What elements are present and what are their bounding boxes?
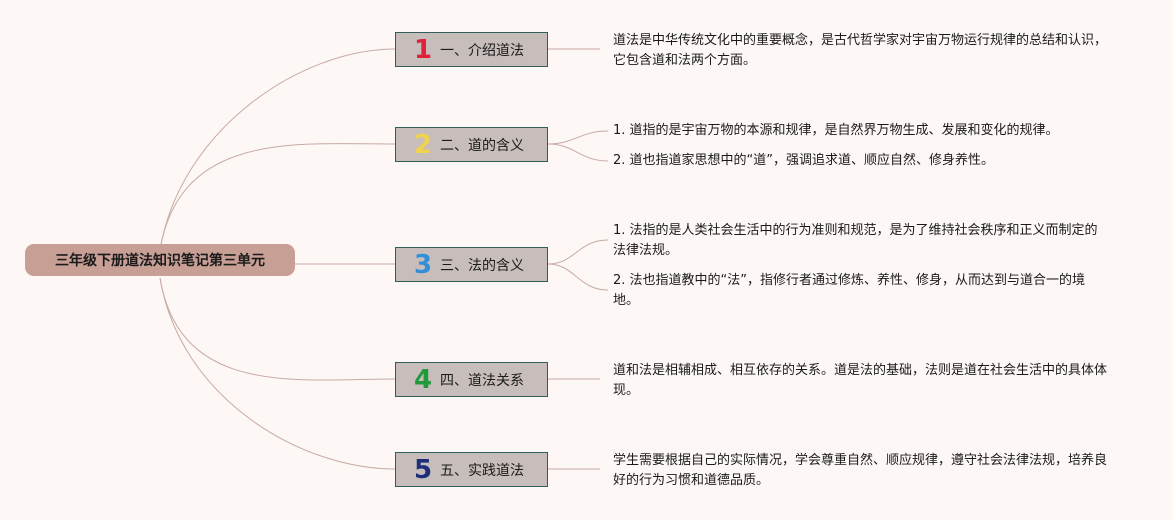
connector-root-branch-5 [159,277,396,470]
branch-label: 三、法的含义 [440,257,524,274]
branch-practice-daofa[interactable]: 5 五、实践道法 [395,452,548,487]
branch-label: 二、道的含义 [440,137,524,154]
note-fa-2[interactable]: 2. 法也指道教中的“法”，指修行者通过修炼、养性、修身，从而达到与道合一的境地… [613,273,1086,308]
note-practice[interactable]: 学生需要根据自己的实际情况，学会尊重自然、顺应规律，遵守社会法律法规，培养良好的… [613,453,1108,488]
connector-branch3-note1 [547,239,609,265]
branch-label: 一、介绍道法 [440,42,524,59]
branch-label: 四、道法关系 [440,372,524,389]
branch-daofa-relation[interactable]: 4 四、道法关系 [395,362,548,397]
number-1-icon: 1 [414,34,433,65]
number-2-icon: 2 [414,129,433,160]
connector-branch3-note2 [547,263,609,291]
root-topic[interactable]: 三年级下册道法知识笔记第三单元 [25,244,295,276]
connector-branch2-note2 [547,143,609,162]
note-introduce[interactable]: 道法是中华传统文化中的重要概念，是古代哲学家对宇宙万物运行规律的总结和认识，它包… [613,33,1108,68]
note-dao-1[interactable]: 1. 道指的是宇宙万物的本源和规律，是自然界万物生成、发展和变化的规律。 [613,123,1059,138]
connector-branch2-note1 [547,130,609,145]
note-dao-2[interactable]: 2. 道也指道家思想中的“道”，强调追求道、顺应自然、修身养性。 [613,153,995,168]
branch-label: 五、实践道法 [440,462,524,479]
number-3-icon: 3 [414,249,433,280]
number-5-icon: 5 [414,454,433,485]
connector-root-branch-1 [159,48,396,251]
number-4-icon: 4 [414,364,433,395]
connector-root-branch-2 [159,143,396,251]
branch-meaning-of-fa[interactable]: 3 三、法的含义 [395,247,548,282]
branch-introduce-daofa[interactable]: 1 一、介绍道法 [395,32,548,67]
note-fa-1[interactable]: 1. 法指的是人类社会生活中的行为准则和规范，是为了维持社会秩序和正义而制定的法… [613,223,1098,258]
note-relation[interactable]: 道和法是相辅相成、相互依存的关系。道是法的基础，法则是道在社会生活中的具体体现。 [613,363,1108,398]
connector-root-branch-4 [159,277,396,381]
branch-meaning-of-dao[interactable]: 2 二、道的含义 [395,127,548,162]
